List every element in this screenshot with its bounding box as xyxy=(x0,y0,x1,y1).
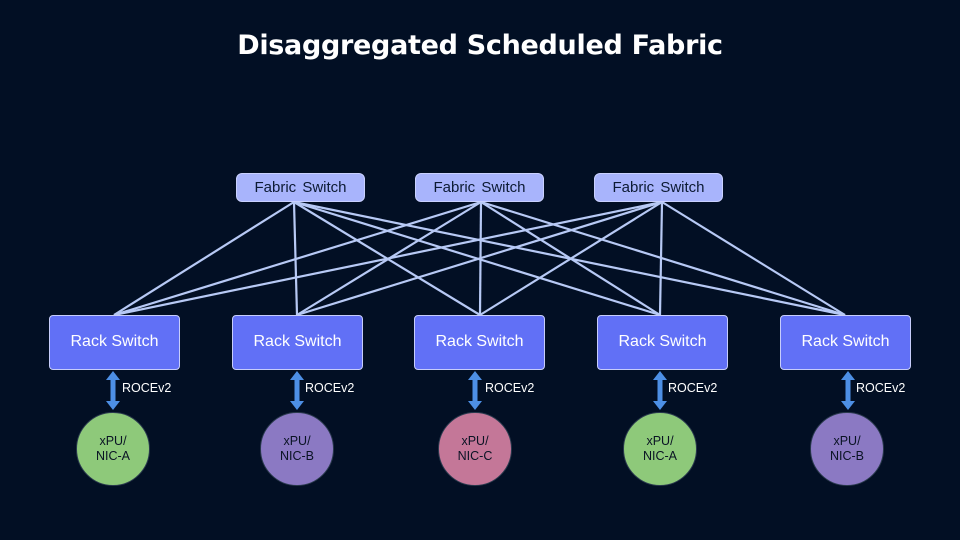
xpu-node-3: xPU/ NIC-C xyxy=(438,412,512,486)
bidirectional-arrow-icon xyxy=(106,371,120,410)
node-label-line2: NIC-A xyxy=(642,449,678,463)
protocol-label-2: ROCEv2 xyxy=(305,381,355,395)
diagram-title: Disaggregated Scheduled Fabric xyxy=(237,30,723,61)
node-label-line1: xPU/ xyxy=(461,434,489,448)
rack-switch-3: Rack Switch xyxy=(414,315,545,370)
node-label-line2: NIC-B xyxy=(279,449,315,463)
rack-switch-4: Rack Switch xyxy=(597,315,728,370)
node-label-line1: xPU/ xyxy=(99,434,127,448)
xpu-node-4: xPU/ NIC-A xyxy=(623,412,697,486)
bidirectional-arrow-icon xyxy=(290,371,304,410)
bidirectional-arrow-icon xyxy=(653,371,667,410)
fabric-switch-1: Fabric Switch xyxy=(236,173,365,202)
fabric-link-1-1 xyxy=(113,201,295,316)
rack-switch-1: Rack Switch xyxy=(49,315,180,370)
fabric-link-2-5 xyxy=(480,200,846,317)
fabric-link-3-4 xyxy=(658,201,664,316)
node-label-line1: xPU/ xyxy=(833,434,861,448)
xpu-node-2: xPU/ NIC-B xyxy=(260,412,334,486)
fabric-link-3-1 xyxy=(113,200,663,317)
node-label-line2: NIC-B xyxy=(829,449,865,463)
fabric-link-3-2 xyxy=(296,200,663,317)
fabric-switch-2: Fabric Switch xyxy=(415,173,544,202)
protocol-label-5: ROCEv2 xyxy=(856,381,906,395)
fabric-link-2-1 xyxy=(113,200,482,317)
bidirectional-arrow-icon xyxy=(468,371,482,410)
fabric-link-3-5 xyxy=(661,201,846,316)
xpu-node-1: xPU/ NIC-A xyxy=(76,412,150,486)
node-label-line2: NIC-A xyxy=(95,449,131,463)
protocol-label-1: ROCEv2 xyxy=(122,381,172,395)
rack-switch-5: Rack Switch xyxy=(780,315,911,370)
xpu-node-5: xPU/ NIC-B xyxy=(810,412,884,486)
node-label-line1: xPU/ xyxy=(283,434,311,448)
protocol-label-3: ROCEv2 xyxy=(485,381,535,395)
rack-switch-2: Rack Switch xyxy=(232,315,363,370)
bidirectional-arrow-icon xyxy=(841,371,855,410)
protocol-label-4: ROCEv2 xyxy=(668,381,718,395)
fabric-link-3-3 xyxy=(479,201,663,316)
node-label-line1: xPU/ xyxy=(646,434,674,448)
fabric-switch-3: Fabric Switch xyxy=(594,173,723,202)
node-label-line2: NIC-C xyxy=(457,449,493,463)
